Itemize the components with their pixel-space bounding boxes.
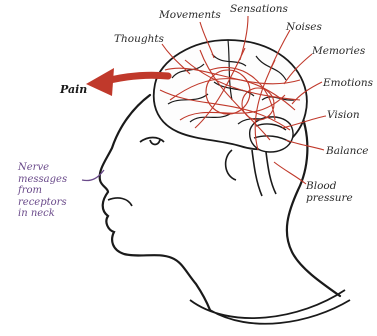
label-nerve-messages: Nerve messages from receptors in neck xyxy=(18,162,78,220)
label-vision: Vision xyxy=(327,110,360,121)
label-pain: Pain xyxy=(60,84,87,95)
eye xyxy=(140,138,164,145)
label-thoughts: Thoughts xyxy=(114,34,164,45)
collar xyxy=(190,290,350,324)
cerebellum xyxy=(250,117,293,152)
label-balance: Balance xyxy=(326,146,368,157)
ear xyxy=(226,150,236,180)
label-noises: Noises xyxy=(286,22,322,33)
brain-stem xyxy=(252,150,276,196)
label-sensations: Sensations xyxy=(230,4,288,15)
mouth xyxy=(108,198,132,206)
label-blood-pressure: Blood pressure xyxy=(306,180,358,204)
label-memories: Memories xyxy=(312,46,365,57)
label-movements: Movements xyxy=(159,10,221,21)
pain-arrowhead xyxy=(86,68,114,96)
label-emotions: Emotions xyxy=(323,78,373,89)
